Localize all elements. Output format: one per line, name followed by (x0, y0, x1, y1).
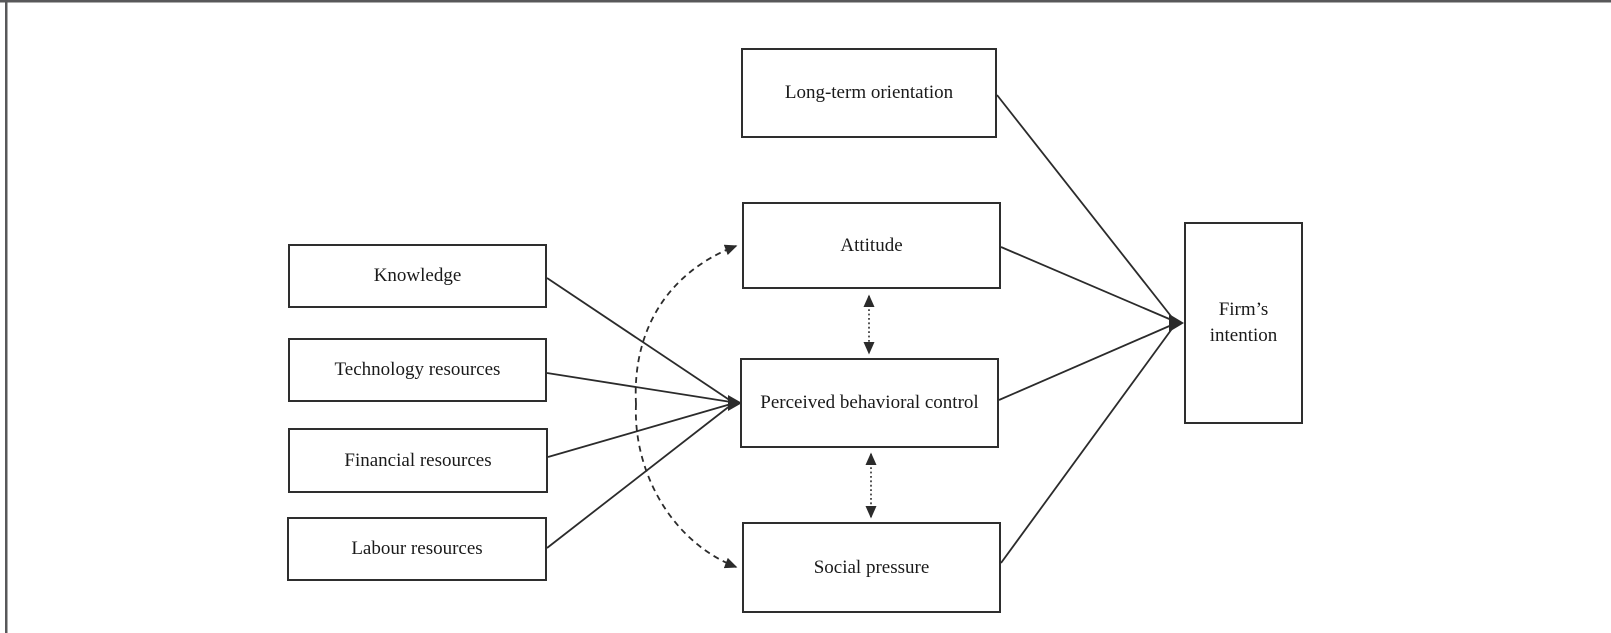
node-long-term-orientation: Long-term orientation (741, 48, 997, 138)
edge-dashed-to-social-pressure (635, 403, 738, 569)
node-technology-resources: Technology resources (288, 338, 547, 402)
node-firms-intention: Firm’s intention (1184, 222, 1303, 424)
edge-dashed-to-attitude (634, 244, 738, 405)
edges-dashed-arc (634, 244, 738, 569)
edge-knowledge-to-pbc (546, 277, 732, 402)
edge-labour-to-pbc (546, 404, 732, 549)
edge-pbc-to-firm (998, 323, 1175, 401)
node-knowledge: Knowledge (288, 244, 547, 308)
pbc-convergence-arrowhead (728, 395, 742, 411)
edges-to-firms-intention (996, 94, 1184, 564)
node-financial-resources: Financial resources (288, 428, 548, 493)
firm-convergence-arrowhead (1169, 314, 1184, 332)
edges-resources-to-pbc (546, 277, 742, 549)
edge-technology-to-pbc (546, 372, 732, 403)
node-social-pressure: Social pressure (742, 522, 1001, 613)
edge-social-to-firm (1000, 325, 1175, 564)
edges-dotted-double (863, 294, 877, 519)
edge-financial-to-pbc (547, 403, 732, 458)
edge-longterm-to-firm (996, 94, 1175, 321)
node-labour-resources: Labour resources (287, 517, 547, 581)
node-perceived-behavioral-control: Perceived behavioral control (740, 358, 999, 448)
node-attitude: Attitude (742, 202, 1001, 289)
edge-attitude-to-firm (1000, 246, 1175, 322)
